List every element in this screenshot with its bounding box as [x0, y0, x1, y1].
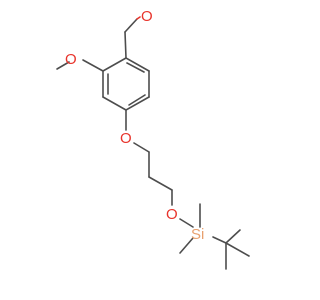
aldehyde-oxygen-label: O [141, 8, 153, 25]
propyl-bond-3 [148, 176, 173, 191]
propyl-bond-1 [133, 142, 150, 153]
ring-bond-1 [102, 57, 127, 72]
tbutyl-methyl-2 [225, 242, 250, 257]
aldehyde-c-h-bond [124, 18, 138, 33]
ring-bond-6 [125, 57, 150, 72]
silicon-label: Si [191, 226, 204, 243]
methoxy-ring-bond [82, 59, 104, 72]
aldehyde-co-bond [136, 16, 141, 20]
aldehyde-ring-bond [124, 31, 127, 59]
structure-canvas: O O O O Si [56, 8, 250, 270]
methoxy-oxygen-label: O [65, 51, 77, 68]
ring-double-bond-2 [128, 94, 146, 106]
tbutyl-methyl-1 [225, 229, 241, 244]
silyl-oxygen-label: O [166, 206, 178, 223]
si-tbutyl-bond [212, 236, 227, 244]
si-methyl-down-bond [179, 237, 194, 254]
ring-bond-3 [102, 96, 127, 111]
ring-bond-4 [125, 96, 150, 111]
o-si-bond [179, 218, 194, 228]
methoxy-methyl-bond [56, 61, 70, 70]
molecule-diagram: O O O O Si [56, 8, 250, 270]
ring-double-bond-3 [126, 62, 145, 73]
ether-oxygen-label: O [120, 130, 132, 147]
